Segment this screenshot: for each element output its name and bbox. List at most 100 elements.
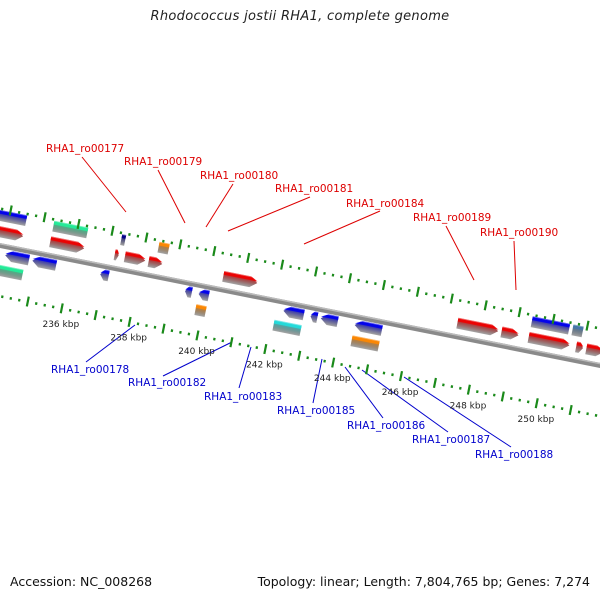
forward-minor-tick [501,307,504,311]
reverse-gene[interactable] [184,286,193,298]
gene-bevel [5,251,31,259]
reverse-gene-label[interactable]: RHA1_ro00183 [204,391,282,403]
reverse-gene[interactable] [282,305,305,321]
forward-gene[interactable] [123,251,147,266]
gene-shape[interactable] [0,220,24,242]
reverse-gene-label[interactable]: RHA1_ro00185 [277,405,355,417]
gene-shape[interactable] [0,205,28,227]
gene-bevel [148,256,163,263]
gene-bevel [125,251,146,260]
reverse-callout-line [162,341,233,377]
reverse-gene[interactable] [31,255,58,271]
reverse-minor-tick [450,385,454,389]
forward-gene[interactable] [585,343,600,358]
reverse-major-tick [534,398,539,409]
reverse-gene[interactable] [194,304,207,317]
forward-minor-tick [357,278,360,282]
forward-gene[interactable] [113,249,120,261]
forward-gene[interactable] [456,317,499,337]
gene-bevel [501,326,519,334]
forward-minor-tick [467,300,471,304]
reverse-gene[interactable] [272,319,302,336]
forward-minor-tick [535,314,538,318]
reverse-minor-tick [416,378,420,382]
forward-gene[interactable] [500,326,519,341]
reverse-gene-label[interactable]: RHA1_ro00182 [128,377,206,389]
gene-bevel [0,220,24,235]
reverse-gene-label[interactable]: RHA1_ro00188 [475,449,553,461]
forward-minor-tick [323,271,326,275]
reverse-major-tick [365,364,370,375]
reverse-minor-tick [170,329,174,333]
reverse-minor-tick [153,325,157,329]
reverse-gene[interactable] [350,335,380,352]
gene-bevel [0,264,24,274]
reverse-callout-line [312,358,323,404]
forward-gene-label[interactable]: RHA1_ro00179 [124,156,202,168]
kbp-tick-label: 248 kbp [450,401,487,411]
forward-minor-tick [543,316,547,319]
reverse-gene[interactable] [4,250,31,266]
forward-minor-tick [475,302,479,306]
forward-gene-label[interactable]: RHA1_ro00177 [46,143,124,155]
forward-gene[interactable] [530,316,571,335]
forward-gene[interactable] [527,331,571,351]
forward-minor-tick [526,312,530,316]
reverse-major-tick [93,309,98,321]
forward-gene-label[interactable]: RHA1_ro00181 [275,183,353,195]
reverse-gene[interactable] [99,269,110,282]
reverse-gene-label[interactable]: RHA1_ro00187 [412,434,490,446]
reverse-gene[interactable] [309,311,319,323]
reverse-major-tick [263,343,268,355]
forward-gene[interactable] [120,234,127,246]
reverse-minor-tick [348,364,352,368]
forward-minor-tick [60,219,63,223]
forward-gene[interactable] [147,256,164,269]
forward-gene[interactable] [49,236,85,254]
reverse-minor-tick [289,352,293,356]
forward-minor-tick [374,282,377,286]
reverse-gene[interactable] [198,288,210,302]
forward-gene[interactable] [0,205,28,227]
reverse-gene[interactable] [320,313,339,328]
reverse-callout-line [85,324,136,363]
forward-gene-label[interactable]: RHA1_ro00190 [480,227,558,239]
kbp-tick-label: 242 kbp [246,361,283,371]
reverse-minor-tick [85,312,89,316]
forward-gene[interactable] [0,220,24,242]
forward-gene-label[interactable]: RHA1_ro00180 [200,170,278,182]
forward-gene-label[interactable]: RHA1_ro00184 [346,198,425,210]
reverse-minor-tick [51,305,55,309]
forward-gene[interactable] [157,241,170,255]
forward-gene[interactable] [52,220,89,239]
reverse-minor-tick [221,339,225,343]
forward-gene[interactable] [571,324,584,338]
gene-bevel [50,236,85,247]
forward-minor-tick [51,217,55,221]
forward-major-tick [8,205,13,216]
gene-bevel [158,241,170,248]
reverse-gene-label[interactable]: RHA1_ro00186 [347,420,426,432]
reverse-minor-tick [442,383,445,387]
forward-major-tick [449,293,454,304]
forward-gene[interactable] [575,341,584,353]
rotated-track-layer [0,205,600,417]
forward-minor-tick [26,212,29,216]
reverse-gene[interactable] [354,320,383,336]
gene-bevel [354,321,383,329]
forward-major-tick [76,218,81,230]
reverse-gene[interactable] [0,264,24,281]
forward-gene[interactable] [222,270,258,289]
reverse-gene-label[interactable]: RHA1_ro00178 [51,364,129,376]
reverse-minor-tick [9,296,13,300]
forward-gene-label[interactable]: RHA1_ro00189 [413,212,491,224]
reverse-minor-tick [17,298,21,302]
forward-minor-tick [492,305,496,309]
gene-bevel [198,289,210,295]
gene-bevel [283,306,305,314]
forward-minor-tick [238,254,242,258]
reverse-minor-tick [391,373,394,377]
forward-major-tick [42,212,47,223]
gene-bevel [223,270,258,282]
